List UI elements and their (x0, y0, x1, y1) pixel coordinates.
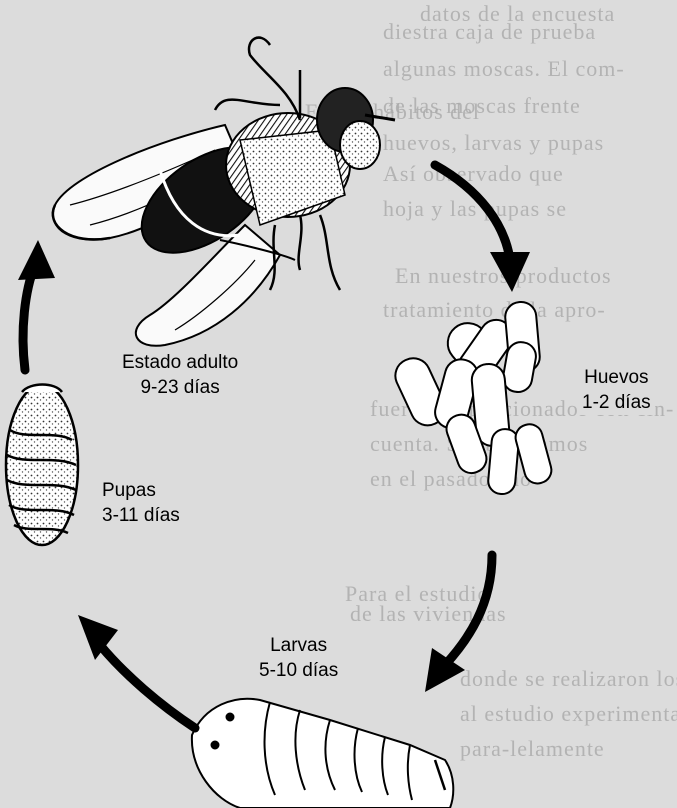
stage-duration: 1-2 días (582, 390, 651, 415)
arrow-eggs-to-larvae-icon (445, 555, 492, 665)
arrowhead-adult-to-eggs-icon (490, 252, 530, 292)
eggs-illustration (390, 301, 554, 495)
stage-duration: 9-23 días (122, 375, 238, 400)
stage-name: Larvas (259, 633, 338, 658)
stage-label-eggs: Huevos 1-2 días (578, 365, 655, 415)
larva-illustration (192, 699, 453, 808)
arrow-adult-to-eggs-icon (435, 165, 510, 260)
stage-duration: 3-11 días (102, 503, 180, 528)
stage-name: Pupas (102, 478, 180, 503)
stage-label-larvae: Larvas 5-10 días (255, 633, 342, 683)
arrow-larvae-to-pupae-icon (100, 645, 195, 728)
stage-label-adult: Estado adulto 9-23 días (118, 350, 242, 400)
stage-label-pupae: Pupas 3-11 días (98, 478, 184, 528)
arrowhead-pupae-to-adult-icon (18, 240, 55, 280)
pupa-illustration (6, 385, 78, 546)
arrow-pupae-to-adult-icon (23, 265, 35, 370)
stage-duration: 5-10 días (259, 658, 338, 683)
adult-fly-illustration (53, 38, 395, 346)
stage-name: Huevos (582, 365, 651, 390)
stage-name: Estado adulto (122, 350, 238, 375)
arrowheads (18, 240, 530, 692)
